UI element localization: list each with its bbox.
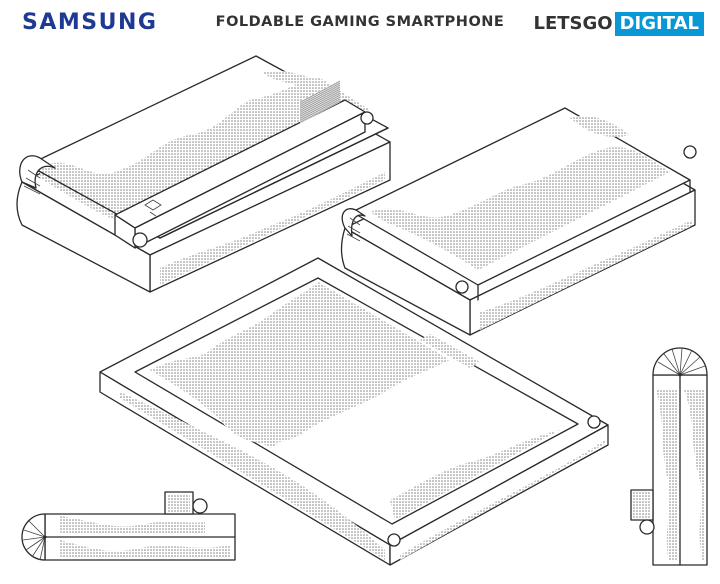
figure-side-view-vertical bbox=[630, 347, 708, 566]
figure-unfolded-device bbox=[99, 257, 609, 566]
samsung-logo: SAMSUNG bbox=[22, 10, 158, 35]
figure-side-view-horizontal bbox=[21, 491, 236, 561]
letsgodigital-logo: LETSGO DIGITAL bbox=[533, 12, 704, 36]
page-title: FOLDABLE GAMING SMARTPHONE bbox=[215, 14, 505, 30]
figure-folded-device bbox=[340, 107, 697, 336]
figure-folded-with-controller bbox=[16, 55, 391, 293]
header: SAMSUNG FOLDABLE GAMING SMARTPHONE LETSG… bbox=[0, 0, 720, 44]
logo-part-digital: DIGITAL bbox=[614, 12, 704, 36]
logo-part-letsgo: LETSGO bbox=[533, 13, 613, 34]
